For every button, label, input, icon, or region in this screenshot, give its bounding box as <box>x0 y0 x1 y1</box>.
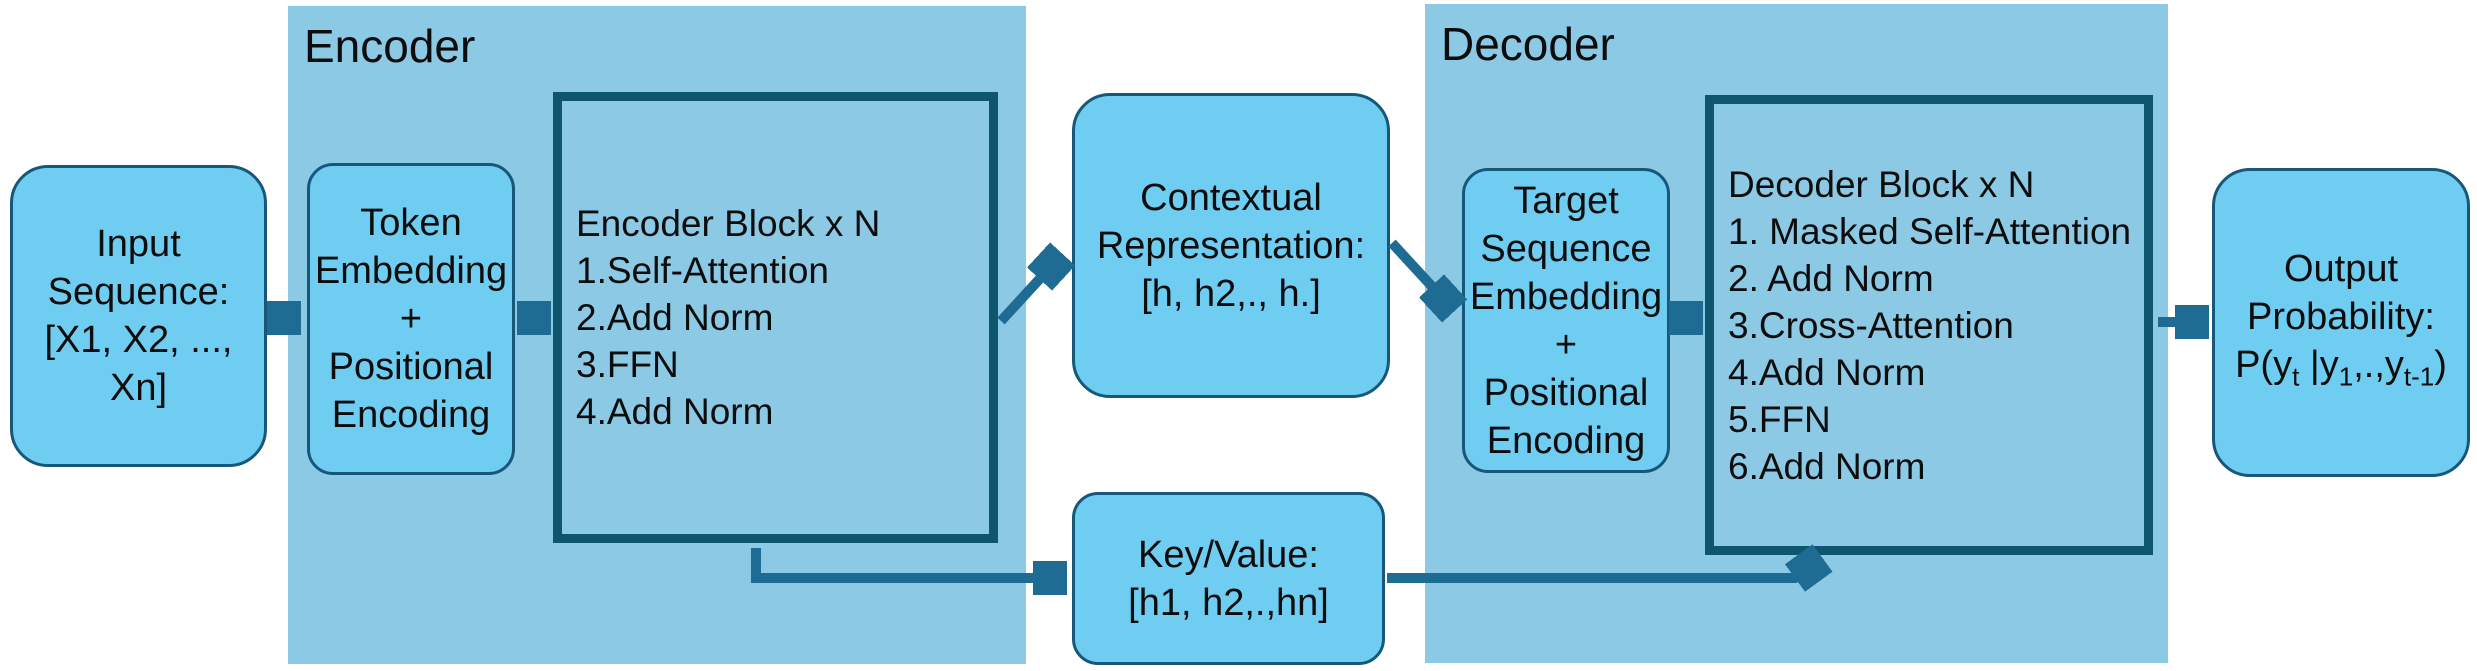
token-embedding-box: Token Embedding + Positional Encoding <box>307 163 515 475</box>
target-sequence-line: Positional <box>1483 371 1649 414</box>
formula-subscript: t <box>2292 361 2300 392</box>
target-sequence-embedding-box: Target Sequence Embedding + Positional E… <box>1462 168 1670 473</box>
target-sequence-line: Encoding <box>1486 419 1646 462</box>
contextual-representation-line: [h, h2,., h.] <box>1141 272 1321 315</box>
decoder-block-step: 2. Add Norm <box>1728 257 1934 299</box>
encoder-block-title: Encoder Block x N <box>576 203 881 244</box>
decoder-block-step: 6.Add Norm <box>1728 445 1926 487</box>
token-embedding-line: + <box>399 298 423 340</box>
input-sequence-line: [X1, X2, ..., Xn] <box>44 319 233 409</box>
target-sequence-line: + <box>1554 323 1578 366</box>
formula-segment: P(y <box>2235 343 2293 386</box>
input-sequence-line: Input <box>96 223 181 265</box>
encoder-block-step: 1.Self-Attention <box>576 250 829 291</box>
decoder-block-step: 5.FFN <box>1728 398 1831 440</box>
contextual-representation-line: Contextual <box>1140 176 1322 219</box>
decoder-block-step: 4.Add Norm <box>1728 351 1926 393</box>
token-embedding-line: Token <box>360 202 462 244</box>
encoder-block: Encoder Block x N 1.Self-Attention 2.Add… <box>553 92 998 543</box>
formula-subscript: t-1 <box>2403 361 2435 392</box>
token-embedding-line: Positional <box>328 346 494 388</box>
encoder-block-step: 4.Add Norm <box>576 391 774 432</box>
encoder-label: Encoder <box>304 20 476 72</box>
output-probability-line: Output <box>2283 247 2399 290</box>
token-embedding-line: Embedding <box>314 250 508 292</box>
target-sequence-line: Target <box>1513 179 1619 222</box>
decoder-block-step: 3.Cross-Attention <box>1728 304 2014 346</box>
contextual-representation-line: Representation: <box>1096 224 1366 267</box>
formula-segment: ,.,y <box>2353 343 2404 386</box>
decoder-block-step: 1. Masked Self-Attention <box>1728 210 2132 252</box>
decoder-block: Decoder Block x N 1. Masked Self-Attenti… <box>1705 95 2153 555</box>
token-embedding-line: Encoding <box>331 394 491 436</box>
encoder-block-step: 2.Add Norm <box>576 297 774 338</box>
input-sequence-line: Sequence: <box>47 271 230 313</box>
output-probability-formula: P(yt |y1,.,yt-1) <box>2235 341 2447 401</box>
target-sequence-line: Embedding <box>1469 275 1663 318</box>
key-value-line: Key/Value: <box>1138 533 1319 576</box>
decoder-label: Decoder <box>1441 18 1615 70</box>
encoder-block-step: 3.FFN <box>576 344 679 385</box>
output-probability-line: Probability: <box>2247 295 2435 338</box>
output-probability-box: Output Probability: P(yt |y1,.,yt-1) <box>2212 168 2470 477</box>
decoder-block-title: Decoder Block x N <box>1728 163 2035 205</box>
formula-segment: |y <box>2299 343 2339 386</box>
formula-subscript: 1 <box>2338 361 2354 392</box>
target-sequence-line: Sequence <box>1480 227 1652 270</box>
key-value-line: [h1, h2,.,hn] <box>1128 581 1329 624</box>
key-value-box: Key/Value: [h1, h2,.,hn] <box>1072 492 1385 665</box>
contextual-representation-box: Contextual Representation: [h, h2,., h.] <box>1072 93 1390 398</box>
input-sequence-box: Input Sequence: [X1, X2, ..., Xn] <box>10 165 267 467</box>
formula-segment: ) <box>2434 343 2447 386</box>
